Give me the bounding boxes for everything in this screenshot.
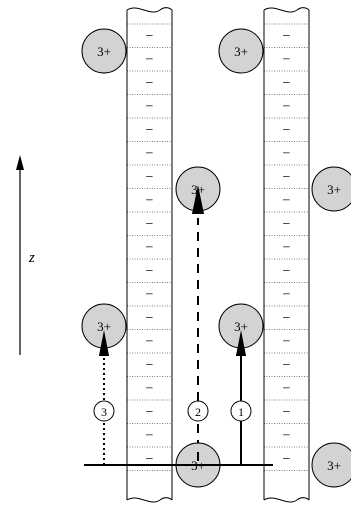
column-right-dividers	[264, 23, 309, 471]
ion: 3+	[218, 28, 264, 74]
fixed-charge: −	[283, 240, 291, 255]
fixed-charge: −	[283, 287, 291, 302]
column-left: − − − − − − − − − − − − − − − − − − −	[126, 7, 173, 503]
z-axis-label: z	[28, 250, 35, 266]
fixed-charge: −	[146, 240, 154, 255]
fixed-charge: −	[283, 217, 291, 232]
path-label-2: 2	[187, 400, 209, 422]
svg-text:3+: 3+	[327, 458, 341, 473]
fixed-charge: −	[283, 264, 291, 279]
column-right-body	[264, 10, 309, 500]
svg-text:3+: 3+	[97, 44, 111, 59]
fixed-charge: −	[146, 99, 154, 114]
fixed-charge: −	[146, 405, 154, 420]
fixed-charge: −	[283, 52, 291, 67]
ion: 3+	[81, 28, 127, 74]
path-label-1: 1	[230, 400, 252, 422]
fixed-charge: −	[283, 334, 291, 349]
svg-text:3+: 3+	[234, 319, 248, 334]
svg-text:3: 3	[101, 405, 107, 419]
svg-text:3+: 3+	[234, 44, 248, 59]
fixed-charge: −	[146, 123, 154, 138]
ion: 3+	[81, 303, 127, 349]
svg-text:3+: 3+	[97, 319, 111, 334]
fixed-charge: −	[146, 76, 154, 91]
fixed-charge: −	[146, 452, 154, 467]
fixed-charge: −	[146, 381, 154, 396]
fixed-charge: −	[146, 170, 154, 185]
column-right-top-wave	[263, 7, 310, 13]
fixed-charge: −	[283, 358, 291, 373]
ion: 3+	[311, 442, 351, 488]
fixed-charge: −	[283, 452, 291, 467]
column-left-charges: − − − − − − − − − − − − − − − − − − −	[146, 29, 154, 467]
z-axis-arrowhead	[16, 155, 24, 170]
fixed-charge: −	[283, 311, 291, 326]
path-label-3: 3	[93, 400, 115, 422]
column-right: − − − − − − − − − − − − − − − − − − −	[263, 7, 310, 503]
column-right-bottom-wave	[263, 497, 310, 503]
fixed-charge: −	[146, 146, 154, 161]
fixed-charge: −	[146, 358, 154, 373]
fixed-charge: −	[146, 311, 154, 326]
svg-text:2: 2	[195, 405, 201, 419]
fixed-charge: −	[283, 193, 291, 208]
fixed-charge: −	[283, 428, 291, 443]
path-3-arrowhead-overlay	[99, 330, 109, 356]
fixed-charge: −	[146, 287, 154, 302]
column-left-bottom-wave	[126, 497, 173, 503]
fixed-charge: −	[146, 217, 154, 232]
fixed-charge: −	[146, 334, 154, 349]
svg-text:3+: 3+	[327, 182, 341, 197]
ion: 3+	[311, 166, 351, 212]
fixed-charge: −	[146, 52, 154, 67]
path-2-arrowhead-overlay	[192, 185, 204, 214]
svg-text:1: 1	[238, 405, 244, 419]
fixed-charge: −	[283, 405, 291, 420]
fixed-charge: −	[146, 29, 154, 44]
column-left-top-wave	[126, 7, 173, 13]
fixed-charge: −	[283, 29, 291, 44]
fixed-charge: −	[146, 193, 154, 208]
fixed-charge: −	[146, 428, 154, 443]
fixed-charge: −	[283, 170, 291, 185]
fixed-charge: −	[283, 76, 291, 91]
column-right-charges: − − − − − − − − − − − − − − − − − − −	[283, 29, 291, 467]
fixed-charge: −	[283, 146, 291, 161]
fixed-charge: −	[283, 99, 291, 114]
path-1-arrowhead-overlay	[236, 330, 246, 356]
column-left-body	[127, 10, 172, 500]
column-left-dividers	[127, 23, 172, 471]
fixed-charge: −	[283, 381, 291, 396]
fixed-charge: −	[283, 123, 291, 138]
fixed-charge: −	[146, 264, 154, 279]
